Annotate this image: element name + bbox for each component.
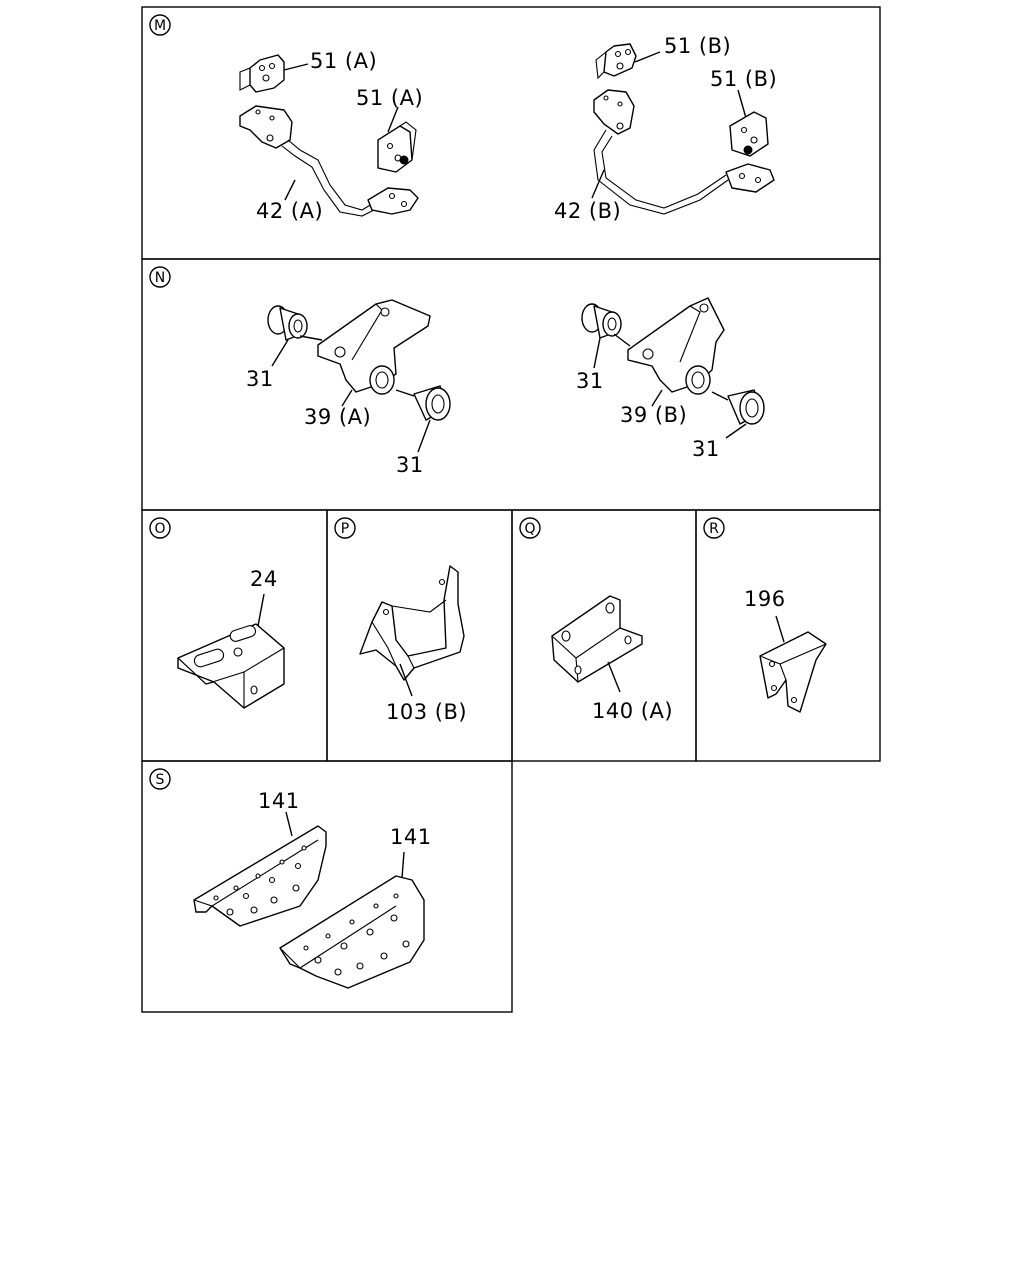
bushing-31-n3 xyxy=(581,303,622,339)
bracket-141-lower xyxy=(279,851,425,989)
leader-lines-n xyxy=(271,333,747,453)
label-24: 24 xyxy=(250,567,278,591)
label-140a: 140 (A) xyxy=(592,699,673,723)
label-51b-1: 51 (B) xyxy=(664,34,731,58)
label-51a-1: 51 (A) xyxy=(310,49,377,73)
bracket-24 xyxy=(177,593,285,709)
label-31-n3: 31 xyxy=(576,369,604,393)
bracket-141-upper xyxy=(193,811,327,927)
label-42b: 42 (B) xyxy=(554,199,621,223)
bracket-51a-lower xyxy=(377,121,417,173)
svg-text:S: S xyxy=(156,772,165,788)
label-141-2: 141 xyxy=(390,825,432,849)
svg-text:P: P xyxy=(341,521,349,537)
bracket-39b xyxy=(627,297,725,395)
label-42a: 42 (A) xyxy=(256,199,323,223)
bracket-51b-lower xyxy=(729,111,769,157)
svg-text:M: M xyxy=(154,18,166,34)
label-196: 196 xyxy=(744,587,786,611)
section-marker-o: O xyxy=(149,517,171,539)
label-31-n2: 31 xyxy=(396,453,424,477)
label-141-1: 141 xyxy=(258,789,300,813)
leader-lines-m xyxy=(283,51,747,201)
label-39b: 39 (B) xyxy=(620,403,687,427)
label-51a-2: 51 (A) xyxy=(356,86,423,110)
svg-text:N: N xyxy=(155,270,165,286)
bracket-51b-upper xyxy=(595,43,637,80)
section-marker-p: P xyxy=(334,517,356,539)
label-39a: 39 (A) xyxy=(304,405,371,429)
bracket-196 xyxy=(759,615,827,713)
panel-borders xyxy=(141,6,881,1013)
bushing-31-n1 xyxy=(267,305,308,341)
section-marker-s: S xyxy=(149,768,171,790)
stabilizer-bar-42a xyxy=(239,105,419,217)
bracket-140a xyxy=(551,595,643,693)
stabilizer-bar-42b xyxy=(593,89,775,215)
bracket-51a-upper xyxy=(239,54,285,93)
section-marker-n: N xyxy=(149,266,171,288)
svg-text:O: O xyxy=(154,521,165,537)
label-31-n1: 31 xyxy=(246,367,274,391)
bracket-39a xyxy=(317,299,431,395)
label-103b: 103 (B) xyxy=(386,700,467,724)
svg-text:R: R xyxy=(709,521,719,537)
section-marker-r: R xyxy=(703,517,725,539)
bushing-31-n2 xyxy=(413,385,451,421)
bushing-31-n4 xyxy=(727,389,765,425)
section-marker-q: Q xyxy=(519,517,541,539)
bracket-103b xyxy=(359,565,465,697)
label-51b-2: 51 (B) xyxy=(710,67,777,91)
label-31-n4: 31 xyxy=(692,437,720,461)
section-marker-m: M xyxy=(149,14,171,36)
svg-text:Q: Q xyxy=(524,521,535,537)
